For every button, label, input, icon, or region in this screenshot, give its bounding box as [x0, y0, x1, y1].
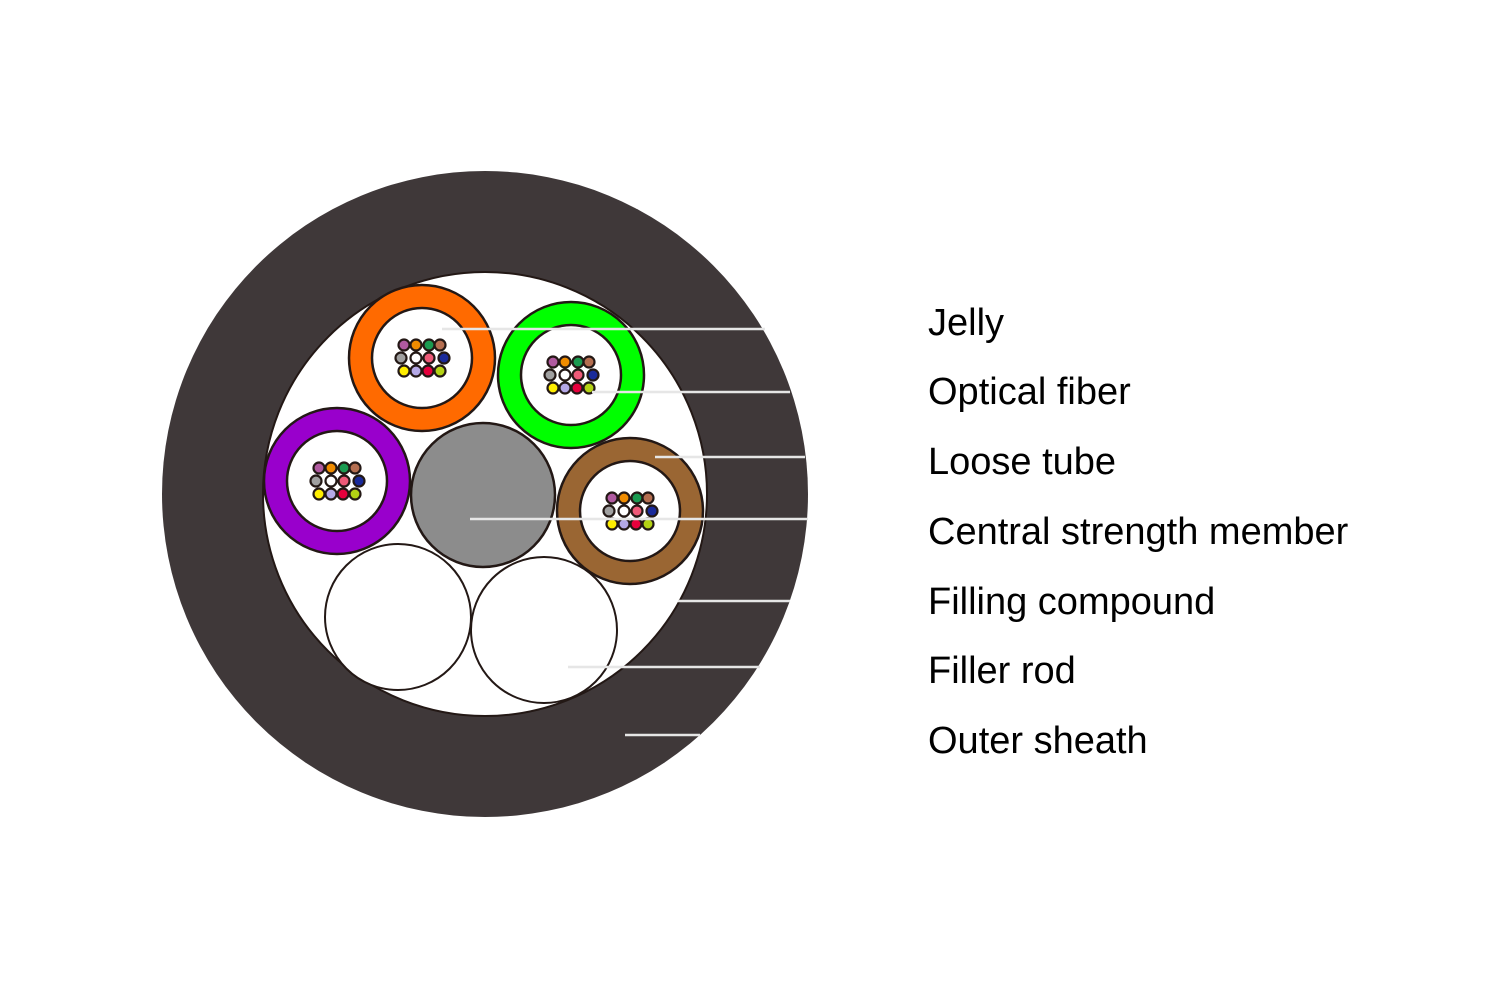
loose-tube-green: [496, 300, 646, 450]
optical-fiber: [437, 351, 451, 365]
optical-fiber: [571, 368, 585, 382]
loose-tube-purple: [262, 406, 412, 556]
optical-fiber: [630, 504, 644, 518]
optical-fiber: [645, 504, 659, 518]
optical-fiber: [546, 381, 560, 395]
optical-fiber: [617, 504, 631, 518]
optical-fiber: [433, 338, 447, 352]
optical-fiber: [324, 487, 338, 501]
optical-fiber: [348, 461, 362, 475]
optical-fiber: [605, 491, 619, 505]
optical-fiber: [337, 474, 351, 488]
optical-fiber: [409, 364, 423, 378]
optical-fiber: [309, 474, 323, 488]
optical-fiber: [582, 355, 596, 369]
loose-tube-brown: [555, 436, 705, 586]
label-central-strength-member: Central strength member: [928, 511, 1349, 553]
optical-fiber: [337, 461, 351, 475]
optical-fiber: [602, 504, 616, 518]
optical-fiber: [312, 461, 326, 475]
label-filling-compound: Filling compound: [928, 581, 1216, 623]
optical-fiber: [630, 491, 644, 505]
label-optical-fiber: Optical fiber: [928, 371, 1131, 413]
filler-rod: [324, 543, 472, 691]
optical-fiber: [641, 491, 655, 505]
optical-fiber: [422, 351, 436, 365]
optical-fiber: [558, 381, 572, 395]
central-strength-member: [409, 421, 557, 569]
optical-fiber: [397, 364, 411, 378]
optical-fiber: [352, 474, 366, 488]
label-outer-sheath: Outer sheath: [928, 720, 1148, 762]
optical-fiber: [312, 487, 326, 501]
optical-fiber: [409, 351, 423, 365]
optical-fiber: [586, 368, 600, 382]
optical-fiber: [617, 491, 631, 505]
optical-fiber: [570, 381, 584, 395]
label-loose-tube: Loose tube: [928, 441, 1117, 483]
optical-fiber: [324, 461, 338, 475]
optical-fiber: [394, 351, 408, 365]
filler-rod: [470, 556, 618, 704]
optical-fiber: [397, 338, 411, 352]
optical-fiber: [336, 487, 350, 501]
loose-tube-orange: [347, 283, 497, 433]
optical-fiber: [421, 364, 435, 378]
optical-fiber: [409, 338, 423, 352]
optical-fiber: [543, 368, 557, 382]
optical-fiber: [433, 364, 447, 378]
optical-fiber: [422, 338, 436, 352]
optical-fiber: [558, 355, 572, 369]
optical-fiber: [582, 381, 596, 395]
optical-fiber: [348, 487, 362, 501]
optical-fiber: [546, 355, 560, 369]
label-jelly: Jelly: [928, 302, 1005, 344]
label-filler-rod: Filler rod: [928, 650, 1076, 692]
optical-fiber: [558, 368, 572, 382]
optical-fiber: [324, 474, 338, 488]
optical-fiber: [571, 355, 585, 369]
